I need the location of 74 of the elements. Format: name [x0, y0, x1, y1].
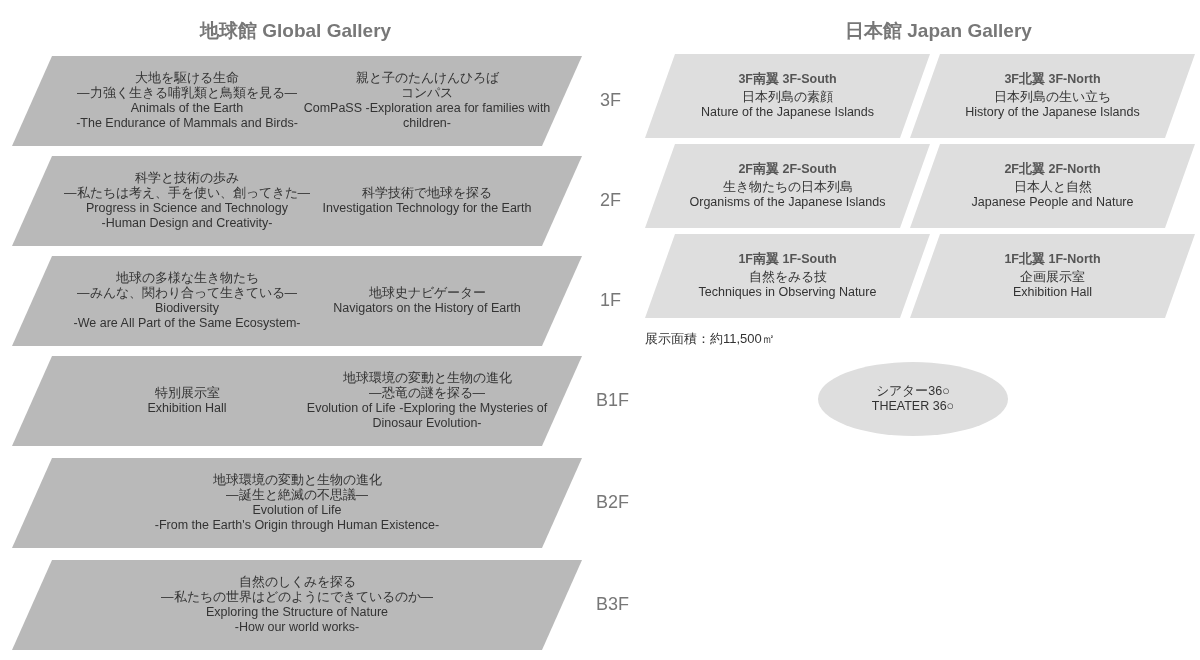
exhibit-floor-area	[910, 234, 1195, 318]
exhibit-name: —私たちの世界はどのようにできているのか—	[161, 590, 433, 605]
exhibit-name: 科学技術で地球を探る	[362, 186, 492, 201]
exhibit-name: コンパス	[401, 86, 453, 101]
exhibit-name: Organisms of the Japanese Islands	[689, 195, 886, 210]
exhibit-name: 特別展示室	[154, 386, 220, 401]
exhibit-name: 科学と技術の歩み	[135, 171, 239, 186]
exhibit-name: History of the Japanese Islands	[965, 105, 1140, 120]
floor-label: B1F	[596, 390, 629, 411]
exhibit-name: 日本人と自然	[1013, 180, 1092, 195]
exhibit-floor-area	[12, 560, 582, 650]
exhibit-floor-area	[12, 156, 582, 246]
exhibit-name: Progress in Science and Technology	[86, 201, 288, 216]
area-note: 展示面積：約11,500㎡	[645, 330, 775, 348]
wing-label: 3F南翼 3F-South	[738, 72, 837, 87]
exhibit-name: Evolution of Life -Exploring the Mysteries of Dinosaur Evolution-	[305, 401, 549, 431]
exhibit-name: —私たちは考え、手を使い、創ってきた—	[64, 186, 310, 201]
exhibit-name: 地球の多様な生き物たち	[115, 271, 259, 286]
exhibit-name: —みんな、関わり合って生きている—	[77, 286, 297, 301]
exhibit-name: —誕生と絶滅の不思議—	[226, 488, 368, 503]
exhibit-name: 生き物たちの日本列島	[722, 180, 853, 195]
exhibit-floor-area	[910, 144, 1195, 228]
wing-label: 1F南翼 1F-South	[738, 252, 837, 267]
gallery-heading: 地球館 Global Gallery	[200, 19, 392, 43]
gallery-heading: 日本館 Japan Gallery	[845, 19, 1032, 43]
exhibit-name: 地球史ナビゲーター	[368, 286, 486, 301]
theater-ellipse	[818, 362, 1008, 436]
exhibit-name: Exhibition Hall	[1012, 285, 1093, 300]
exhibit-name: -We are All Part of the Same Ecosystem-	[73, 316, 301, 331]
exhibit-name: 自然をみる技	[748, 270, 827, 285]
exhibit-name: 企画展示室	[1020, 270, 1085, 285]
exhibit-floor-area	[12, 256, 582, 346]
wing-label: 2F南翼 2F-South	[738, 162, 837, 177]
exhibit-name: Nature of the Japanese Islands	[701, 105, 874, 120]
exhibit-name: 地球環境の変動と生物の進化	[342, 371, 512, 386]
exhibit-name: Biodiversity	[155, 301, 219, 316]
wing-label: 1F北翼 1F-North	[1004, 252, 1101, 267]
floor-label: 1F	[600, 290, 621, 311]
theater-name: シアター36○	[876, 384, 950, 399]
exhibit-name: Exploring the Structure of Nature	[205, 605, 388, 620]
exhibit-name: 親と子のたんけんひろば	[355, 71, 499, 86]
exhibit-name: —恐竜の謎を探る—	[369, 386, 485, 401]
wing-label: 3F北翼 3F-North	[1004, 72, 1101, 87]
exhibit-floor-area	[12, 356, 582, 446]
exhibit-name: Japanese People and Nature	[971, 195, 1134, 210]
exhibit-name: 日本列島の生い立ち	[994, 90, 1111, 105]
exhibit-floor-area	[645, 234, 930, 318]
wing-label: 2F北翼 2F-North	[1004, 162, 1101, 177]
floor-label: B3F	[596, 594, 629, 615]
exhibit-name: -From the Earth's Origin through Human Existence-	[154, 518, 440, 533]
exhibit-floor-area	[910, 54, 1195, 138]
exhibit-name: -How our world works-	[234, 620, 360, 635]
exhibit-name: Exhibition Hall	[147, 401, 227, 416]
exhibit-name: 地球環境の変動と生物の進化	[212, 473, 382, 488]
exhibit-name: ComPaSS -Exploration area for families with children-	[302, 101, 552, 131]
exhibit-floor-area	[12, 56, 582, 146]
exhibit-name: —力強く生きる哺乳類と鳥類を見る—	[77, 86, 297, 101]
exhibit-floor-area	[12, 458, 582, 548]
floor-label: 3F	[600, 90, 621, 111]
exhibit-name: Techniques in Observing Nature	[698, 285, 877, 300]
floor-label: 2F	[600, 190, 621, 211]
exhibit-name: -Human Design and Creativity-	[101, 216, 273, 231]
exhibit-name: -The Endurance of Mammals and Birds-	[76, 116, 298, 131]
exhibit-name: Navigators on the History of Earth	[333, 301, 521, 316]
exhibit-name: Investigation Technology for the Earth	[322, 201, 532, 216]
floor-label: B2F	[596, 492, 629, 513]
exhibit-name: 自然のしくみを探る	[238, 575, 356, 590]
exhibit-name: 日本列島の素顔	[742, 90, 833, 105]
exhibit-name: Animals of the Earth	[130, 101, 244, 116]
exhibit-floor-area	[645, 54, 930, 138]
exhibit-name: Evolution of Life	[252, 503, 342, 518]
exhibit-name: 大地を駆ける生命	[135, 71, 239, 86]
exhibit-floor-area	[645, 144, 930, 228]
theater-name: THEATER 36○	[871, 399, 955, 414]
